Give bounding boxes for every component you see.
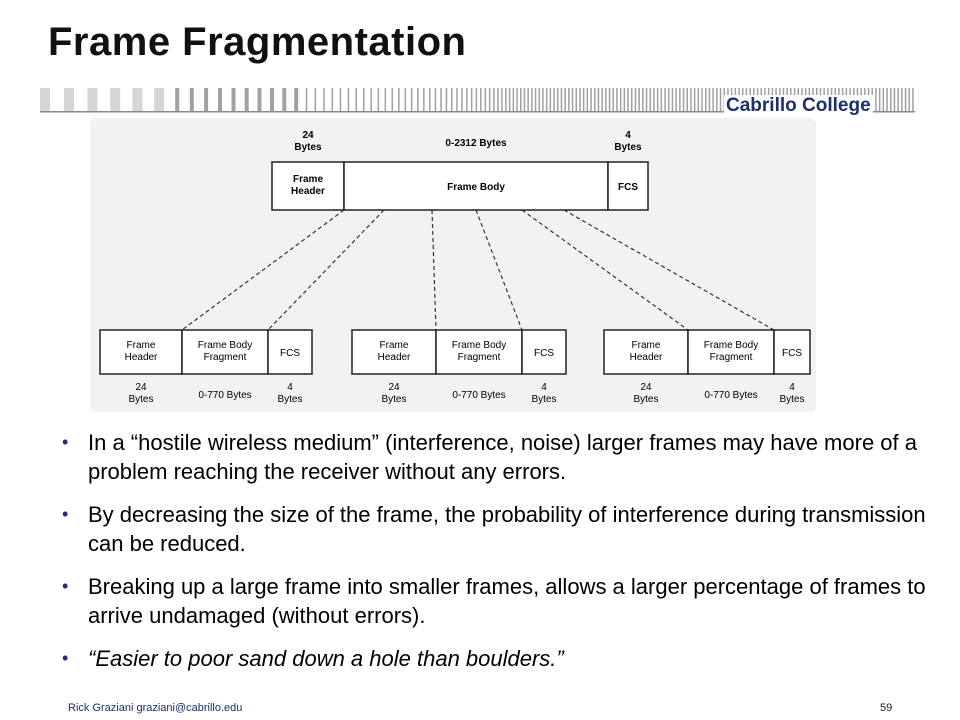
footer-author: Rick Graziani graziani@cabrillo.edu [68,702,243,714]
top-body-size: 0-2312 Bytes [445,138,507,149]
fragment-1-fcs-label: FCS [280,348,300,359]
slide-title: Frame Fragmentation [48,20,467,64]
fragment-3-fcs-label: FCS [782,348,802,359]
bullet-text: By decreasing the size of the frame, the… [88,502,926,556]
bullet-item: • In a “hostile wireless medium” (interfe… [58,428,938,486]
bullet-dot-icon: • [62,432,69,452]
top-frame-header-box [271,161,345,211]
fragment-2-fcs-label: FCS [534,348,554,359]
fragment-1-body-size: 0-770 Bytes [198,390,251,401]
top-frame-fcs-box [607,161,649,211]
fragment-connectors [181,209,775,331]
bullet-list: • In a “hostile wireless medium” (interfe… [58,428,938,687]
top-body-label: Frame Body [447,182,505,193]
bullet-text: Breaking up a large frame into smaller f… [88,574,926,628]
page-number: 59 [880,702,893,714]
fragment-2-body-size: 0-770 Bytes [452,390,505,401]
bullet-dot-icon: • [62,576,69,596]
bullet-dot-icon: • [62,648,69,668]
fragment-3-body-size: 0-770 Bytes [704,390,757,401]
bullet-item: • Breaking up a large frame into smaller … [58,572,938,630]
bullet-text: In a “hostile wireless medium” (interfer… [88,430,917,484]
bullet-item: • “Easier to poor sand down a hole than b… [58,644,938,673]
top-fcs-label: FCS [618,182,638,193]
bullet-dot-icon: • [62,504,69,524]
college-logo-text: Cabrillo College [724,95,873,117]
bullet-item: • By decreasing the size of the frame, th… [58,500,938,558]
top-frame-body-box [343,161,609,211]
bullet-text: “Easier to poor sand down a hole than bo… [88,646,564,671]
